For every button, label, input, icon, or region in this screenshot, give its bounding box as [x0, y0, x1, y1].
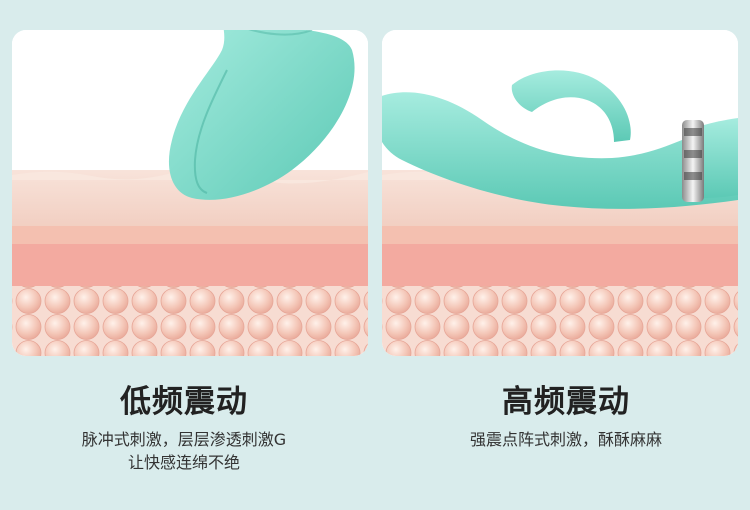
cell-layer	[12, 286, 368, 356]
low-frequency-svg	[12, 30, 368, 356]
low-frequency-title: 低频震动	[120, 384, 248, 420]
low-frequency-description: 脉冲式刺激，层层渗透刺激G 让快感连绵不绝	[0, 428, 368, 474]
device-arm	[511, 70, 631, 142]
description-line: 脉冲式刺激，层层渗透刺激G	[81, 430, 287, 449]
high-frequency-panel: 高频震动 强震点阵式刺激，酥酥麻麻	[382, 0, 750, 510]
cell-layer	[382, 286, 738, 356]
description-line: 让快感连绵不绝	[127, 453, 240, 472]
high-frequency-illustration	[382, 30, 738, 356]
skin-band-layer	[382, 226, 738, 244]
low-frequency-panel: 低频震动 脉冲式刺激，层层渗透刺激G 让快感连绵不绝	[0, 0, 368, 510]
device-shape	[168, 30, 355, 200]
low-frequency-illustration	[12, 30, 368, 356]
skin-dermis-layer	[12, 244, 368, 286]
metal-ring	[682, 120, 704, 202]
skin-band-layer	[12, 226, 368, 244]
skin-dermis-layer	[382, 244, 738, 286]
device-shape	[382, 92, 738, 209]
high-frequency-svg	[382, 30, 738, 356]
description-line: 强震点阵式刺激，酥酥麻麻	[469, 430, 662, 449]
high-frequency-title: 高频震动	[502, 384, 630, 420]
high-frequency-description: 强震点阵式刺激，酥酥麻麻	[382, 428, 750, 451]
